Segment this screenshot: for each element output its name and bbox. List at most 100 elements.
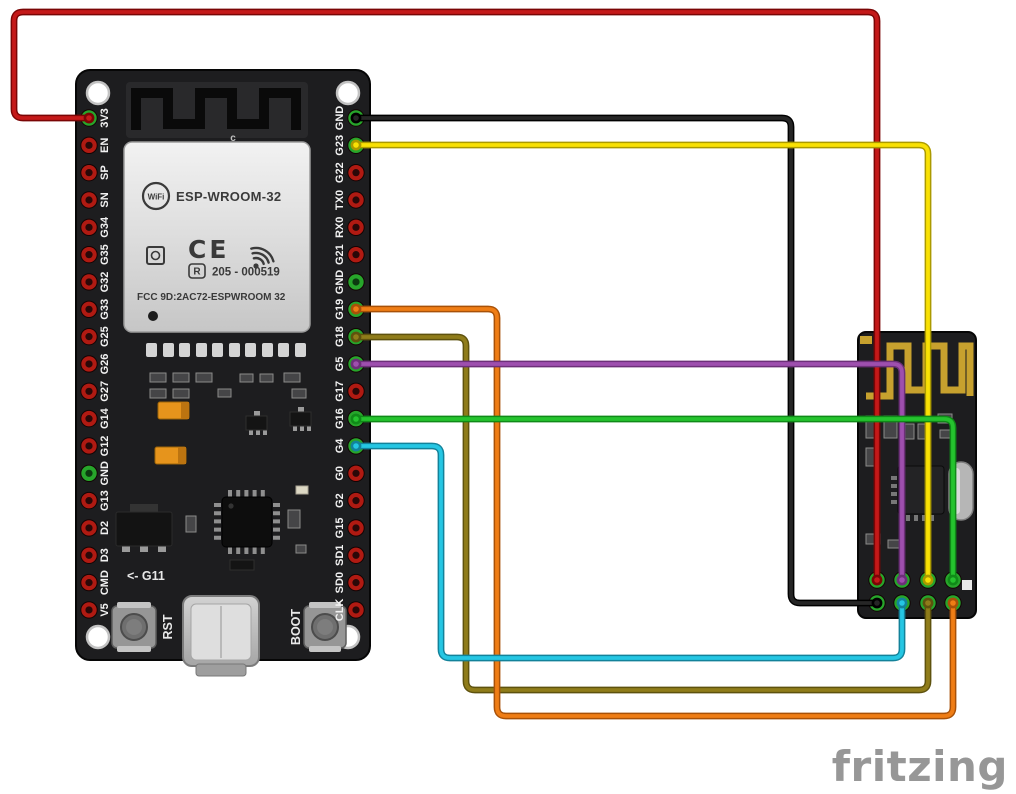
wire-cyan-g4[interactable] — [350, 440, 908, 662]
esp32-pin-label: G34 — [99, 216, 111, 238]
wifi-logo-text: WiFi — [148, 193, 165, 202]
mounting-hole — [335, 80, 361, 106]
esp32-pin-g34-left-hole — [85, 223, 93, 231]
smd-component — [229, 559, 255, 571]
g11-silkscreen: <- G11 — [127, 569, 165, 583]
boot-label: BOOT — [289, 609, 303, 645]
esp32-pin-label: GND — [334, 106, 346, 131]
esp32-pin-gnd-left-hole — [85, 469, 93, 477]
esp32-pin-label: SD0 — [334, 572, 346, 593]
esp32-pin-label: G13 — [99, 490, 111, 511]
wire-endpoint-core — [353, 142, 359, 148]
esp32-pin-tx0-right-hole — [352, 196, 360, 204]
esp32-pin-sd1-right-hole — [352, 551, 360, 559]
smd-components — [149, 372, 307, 554]
wire-purple-g5[interactable] — [350, 358, 908, 586]
esp32-pin-labels: 3V3ENSPSNG34G35G32G33G25G26G27G14G12GNDG… — [99, 106, 346, 622]
esp32-pin-cmd-left-hole — [85, 579, 93, 587]
esp32-pin-label: G26 — [99, 354, 111, 375]
wire-endpoint-core — [353, 361, 359, 367]
rst-button[interactable] — [111, 602, 157, 652]
esp32-pin-headers — [80, 109, 365, 619]
wire-endpoint-core — [353, 443, 359, 449]
capacitors — [154, 401, 190, 465]
esp32-pin-label: G14 — [99, 407, 111, 429]
shield-dot — [148, 311, 158, 321]
wire-black-gnd[interactable] — [350, 112, 883, 609]
fritzing-logo: fritzing — [832, 742, 1008, 791]
esp32-pin-g15-right-hole — [352, 524, 360, 532]
wire-olive-g18[interactable] — [350, 331, 934, 694]
esp32-pin-label: G33 — [99, 299, 111, 320]
esp32-pin-sd0-right-hole — [352, 579, 360, 587]
wire-endpoint-core — [353, 416, 359, 422]
r-mark: R — [193, 267, 201, 278]
wire-endpoint-core — [353, 334, 359, 340]
wire-endpoint-core — [874, 577, 880, 583]
wire-endpoint-core — [925, 600, 931, 606]
transistors — [245, 407, 312, 435]
wire-endpoint-core — [353, 306, 359, 312]
esp32-pin-g13-left-hole — [85, 497, 93, 505]
esp32-pin-label: V5 — [99, 603, 111, 616]
esp32-model-label: ESP-WROOM-32 — [176, 189, 281, 204]
esp32-pin-label: EN — [99, 138, 111, 153]
wifi-signal-icon — [250, 246, 275, 269]
esp32-serial: 205 - 000519 — [212, 267, 280, 279]
esp32-pin-label: SD1 — [334, 545, 346, 566]
esp32-pin-g2-right-hole — [352, 497, 360, 505]
wire-endpoint-core — [353, 115, 359, 121]
esp32-pin-label: G5 — [334, 357, 346, 372]
wire-red-3v3[interactable] — [10, 8, 883, 586]
usb-connector — [182, 595, 260, 677]
esp32-pin-label: GND — [99, 461, 111, 486]
boot-button[interactable] — [303, 602, 347, 652]
esp32-pin-label: G15 — [334, 518, 346, 539]
esp32-pin-sp-left-hole — [85, 169, 93, 177]
esp32-pin-d3-left-hole — [85, 551, 93, 559]
wire-yellow-g23[interactable] — [350, 139, 934, 586]
esp32-pin-g17-right-hole — [352, 387, 360, 395]
esp32-pin-label: G2 — [334, 493, 346, 508]
wires-layer — [10, 8, 959, 720]
nrf-silkscreen-mark — [962, 580, 972, 590]
esp32-pin-rx0-right-hole — [352, 223, 360, 231]
wire-endpoint-core — [950, 600, 956, 606]
esp32-pin-label: G27 — [99, 381, 111, 402]
esp32-pin-label: G18 — [334, 326, 346, 347]
nrf-antenna-pad — [860, 336, 872, 344]
esp32-pin-label: SN — [99, 192, 111, 207]
mounting-hole — [85, 80, 111, 106]
esp32-board[interactable]: c WiFi ESP-WROOM-32 CE R 205 - 000519 FC… — [75, 69, 371, 677]
esp32-pin-label: RX0 — [334, 217, 346, 238]
esp32-pin-label: D2 — [99, 521, 111, 535]
esp32-pin-label: G23 — [334, 135, 346, 156]
wire-green-g16[interactable] — [350, 413, 959, 586]
esp32-pin-label: CMD — [99, 570, 111, 595]
safety-mark — [146, 246, 165, 265]
wire-orange-g19[interactable] — [350, 303, 959, 720]
esp32-pin-label: G21 — [334, 244, 346, 265]
esp32-pin-label: G19 — [334, 299, 346, 320]
esp32-pin-label: G32 — [99, 272, 111, 293]
esp32-pin-label: G16 — [334, 408, 346, 429]
esp32-pin-label: G17 — [334, 381, 346, 402]
esp32-fcc-label: FCC 9D:2AC72-ESPWROOM 32 — [137, 292, 286, 303]
wire-endpoint-core — [874, 600, 880, 606]
esp32-pin-g33-left-hole — [85, 305, 93, 313]
esp32-ic-chip — [214, 490, 280, 554]
module-pads — [146, 343, 306, 357]
esp32-pin-g35-left-hole — [85, 251, 93, 259]
esp32-pin-label: GND — [334, 270, 346, 295]
esp32-pin-g27-left-hole — [85, 387, 93, 395]
esp32-pin-label: G4 — [334, 438, 346, 454]
wire-endpoint-core — [925, 577, 931, 583]
wire-endpoint-core — [86, 115, 92, 121]
rst-label: RST — [161, 614, 175, 639]
esp32-pin-label: D3 — [99, 548, 111, 562]
esp32-pin-sn-left-hole — [85, 196, 93, 204]
esp32-pin-label: G35 — [99, 244, 111, 265]
esp32-pin-label: G25 — [99, 326, 111, 347]
esp32-pin-d2-left-hole — [85, 524, 93, 532]
esp32-pin-g22-right-hole — [352, 169, 360, 177]
